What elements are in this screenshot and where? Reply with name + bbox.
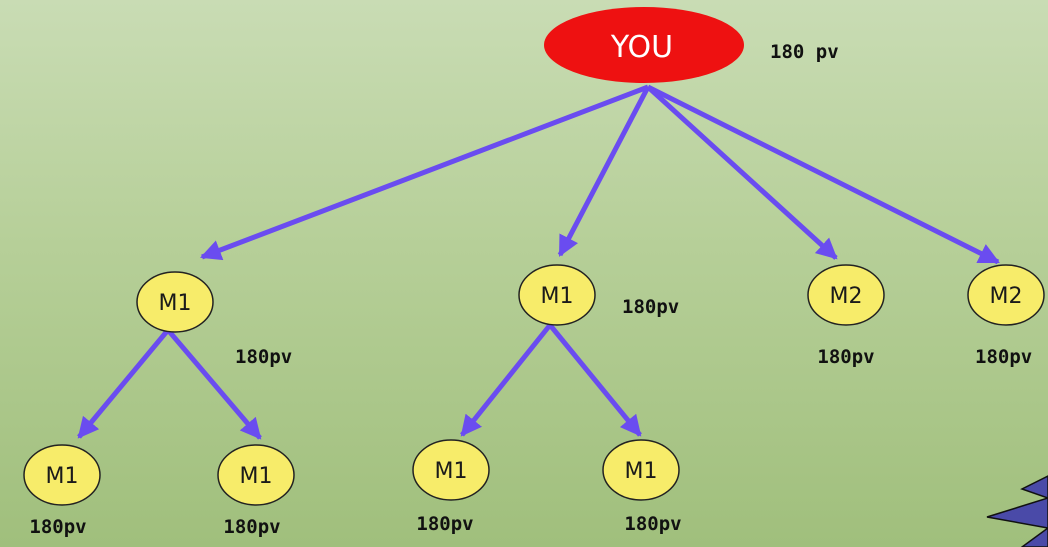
node-ellipse xyxy=(136,271,214,333)
node-m1-left: M1 xyxy=(136,271,214,333)
node-ellipse xyxy=(602,439,680,501)
node-m1-bottom-3: M1 xyxy=(412,439,490,501)
pv-label: 180pv xyxy=(235,346,292,368)
root-pv: 180 pv xyxy=(770,41,839,63)
arrow-you-to-m1-left xyxy=(200,84,649,261)
node-m1-bottom-4: M1 xyxy=(602,439,680,501)
arrow-you-to-m2-left xyxy=(646,85,838,260)
root-label: YOU xyxy=(610,30,673,65)
arrows xyxy=(77,84,1000,440)
node-label: M2 xyxy=(830,284,863,309)
arrow-m1-to-m1-bottom-4 xyxy=(548,323,642,437)
arrow-m1-to-m1-bottom-2 xyxy=(166,328,262,440)
pv-label: 180pv xyxy=(975,346,1032,368)
node-ellipse xyxy=(807,264,885,326)
pv-label: 180pv xyxy=(416,513,473,535)
star-icon-shape xyxy=(986,475,1048,547)
node-ellipse xyxy=(967,264,1045,326)
node-label: M1 xyxy=(46,464,79,489)
pv-label: 180pv xyxy=(817,346,874,368)
pv-label: 180pv xyxy=(223,516,280,538)
node-ellipse xyxy=(217,444,295,506)
star-icon xyxy=(986,475,1048,547)
node-ellipse xyxy=(518,264,596,326)
node-m2-right: M2 xyxy=(967,264,1045,326)
pv-label: 180pv xyxy=(29,516,86,538)
node-label: M1 xyxy=(159,291,192,316)
node-ellipse xyxy=(412,439,490,501)
node-m2-left: M2 xyxy=(807,264,885,326)
node-label: M1 xyxy=(625,459,658,484)
node-m1-bottom-2: M1 xyxy=(217,444,295,506)
arrow-m1-to-m1-bottom-1 xyxy=(77,328,170,439)
pv-label: 180pv xyxy=(622,296,679,318)
node-label: M1 xyxy=(435,459,468,484)
root-ellipse xyxy=(544,7,744,83)
node-label: M1 xyxy=(240,464,273,489)
node-m1-center: M1 xyxy=(518,264,596,326)
arrow-you-to-m1-center xyxy=(557,85,651,257)
node-label: M2 xyxy=(990,284,1023,309)
node-m1-bottom-1: M1 xyxy=(23,444,101,506)
pv-label: 180pv xyxy=(624,513,681,535)
node-ellipse xyxy=(23,444,101,506)
root-node: YOU xyxy=(544,7,744,83)
arrow-m1-to-m1-bottom-3 xyxy=(460,323,552,437)
node-label: M1 xyxy=(541,284,574,309)
arrow-you-to-m2-right xyxy=(646,84,1000,265)
